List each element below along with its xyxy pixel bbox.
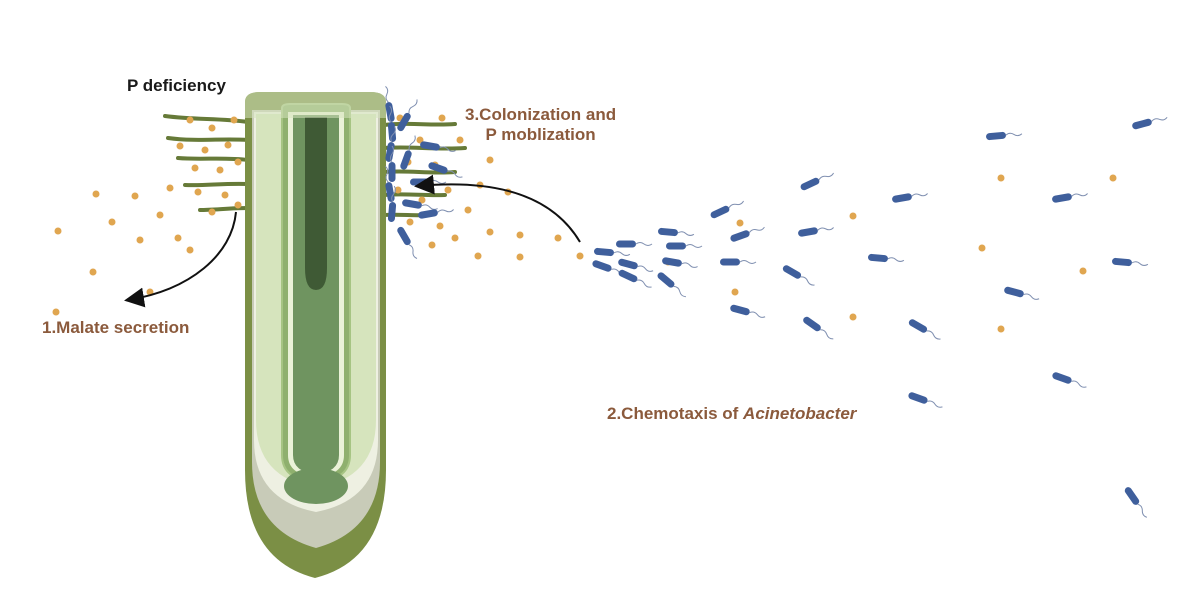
colonization-label-line1: 3.Colonization and [465,105,617,124]
bacterium-icon [590,113,1169,520]
malate-secretion-label: 1.Malate secretion [42,318,190,337]
root-hairs-left [163,114,250,212]
malate-dot-icon [52,114,1117,333]
colonization-arrow-icon [414,174,581,243]
colonization-label-line2: P moblization [485,125,596,144]
colonization-label: 3.Colonization and P moblization [465,105,616,145]
malate-arrow-icon [124,211,237,308]
chemotaxis-genus: Acinetobacter [743,404,857,423]
chemotaxis-prefix: 2.Chemotaxis of [607,404,744,423]
p-deficiency-label: P deficiency [127,76,226,95]
plant-root-icon [245,92,386,578]
chemotaxis-label: 2.Chemotaxis of Acinetobacter [607,404,856,424]
